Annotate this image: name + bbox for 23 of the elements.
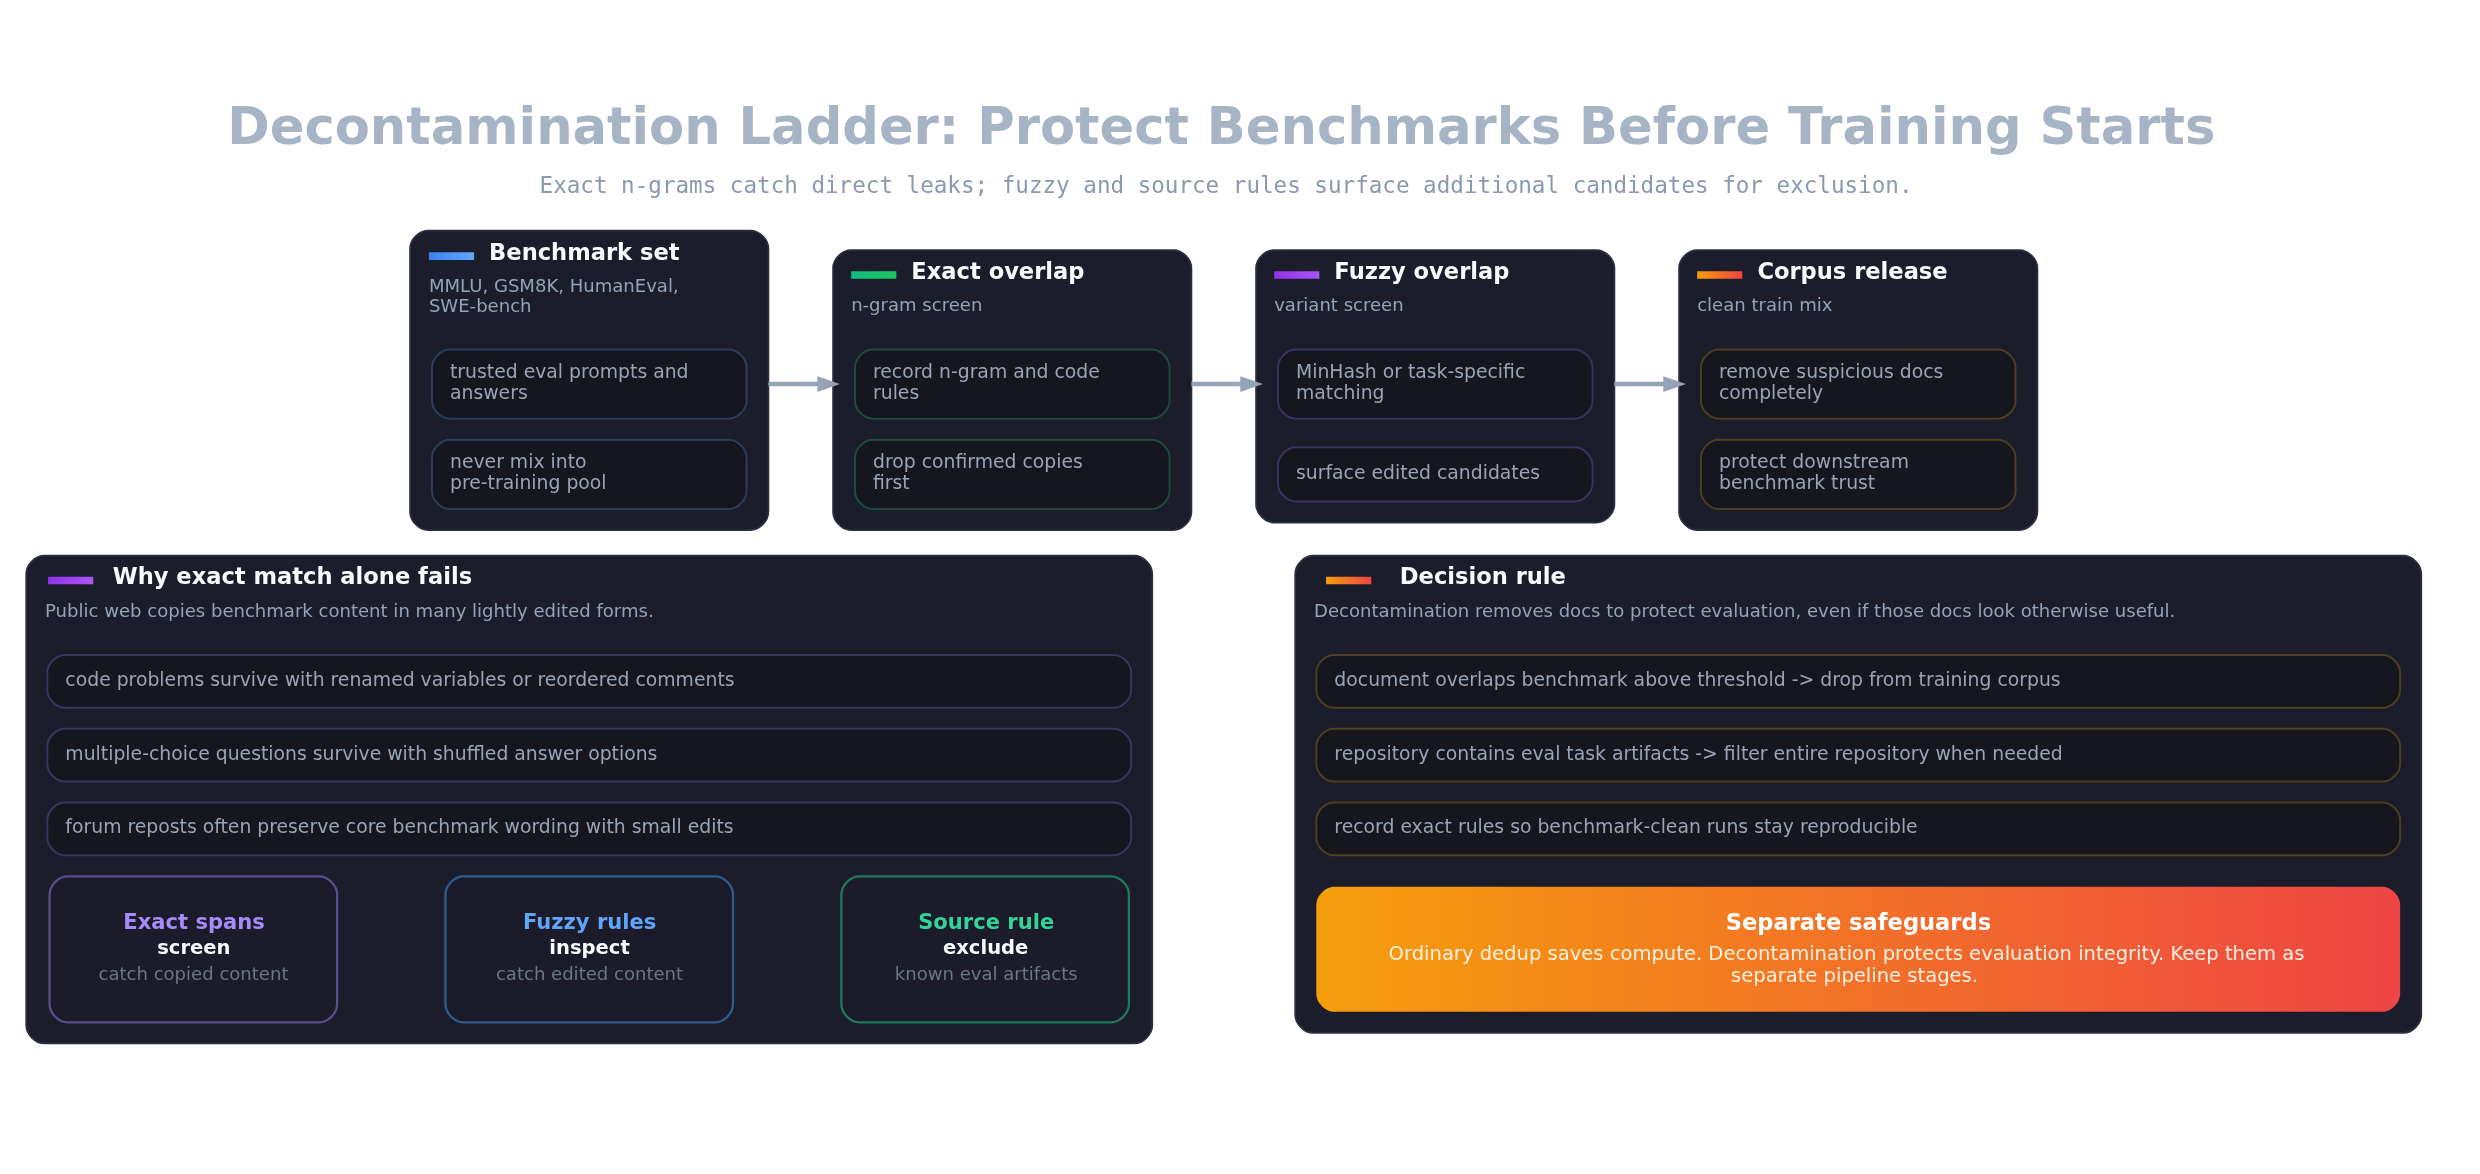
node-box: record exact rules so benchmark-clean runs stay reproducible <box>1315 801 2402 857</box>
node-box: Exact spans screen catch copied content <box>48 875 339 1024</box>
node-box: Source rule exclude known eval artifacts <box>840 875 1131 1024</box>
node-box: document overlaps benchmark above threshold -> drop from training corpus <box>1315 654 2402 709</box>
node-box: protect downstream benchmark trust <box>1699 438 2017 510</box>
node-box: drop confirmed copies first <box>853 438 1171 510</box>
node-box: MinHash or task-specific matching <box>1276 348 1594 420</box>
node-box: remove suspicious docs completely <box>1699 348 2017 420</box>
node-box: Fuzzy rules inspect catch edited content <box>444 875 735 1024</box>
arrow <box>1191 376 1263 392</box>
node-box: multiple-choice questions survive with shuffled answer options <box>46 727 1133 783</box>
caption: Exact n-grams catch direct leaks; fuzzy and source rules surface additional candidates for exclusion. <box>539 171 1913 198</box>
node-box: trusted eval prompts and answers <box>430 348 748 420</box>
node-box: forum reposts often preserve core benchmark wording with small edits <box>46 801 1133 857</box>
node-box: surface edited candidates <box>1276 446 1594 503</box>
arrow <box>1614 376 1686 392</box>
node-box: repository contains eval task artifacts -> filter entire repository when needed <box>1315 727 2402 783</box>
arrow <box>768 376 840 392</box>
node-box: code problems survive with renamed variables or reordered comments <box>46 654 1133 709</box>
node-box: record n-gram and code rules <box>853 348 1171 420</box>
node-box: never mix into pre-training pool <box>430 438 748 510</box>
diagram-title: Decontamination Ladder: Protect Benchmarks Before Training Starts <box>227 95 2216 156</box>
node-box: Separate safeguards Ordinary dedup saves compute. Decontamination protects evaluation integrity. Keep them as separate pipeline stages. <box>1316 886 2401 1012</box>
